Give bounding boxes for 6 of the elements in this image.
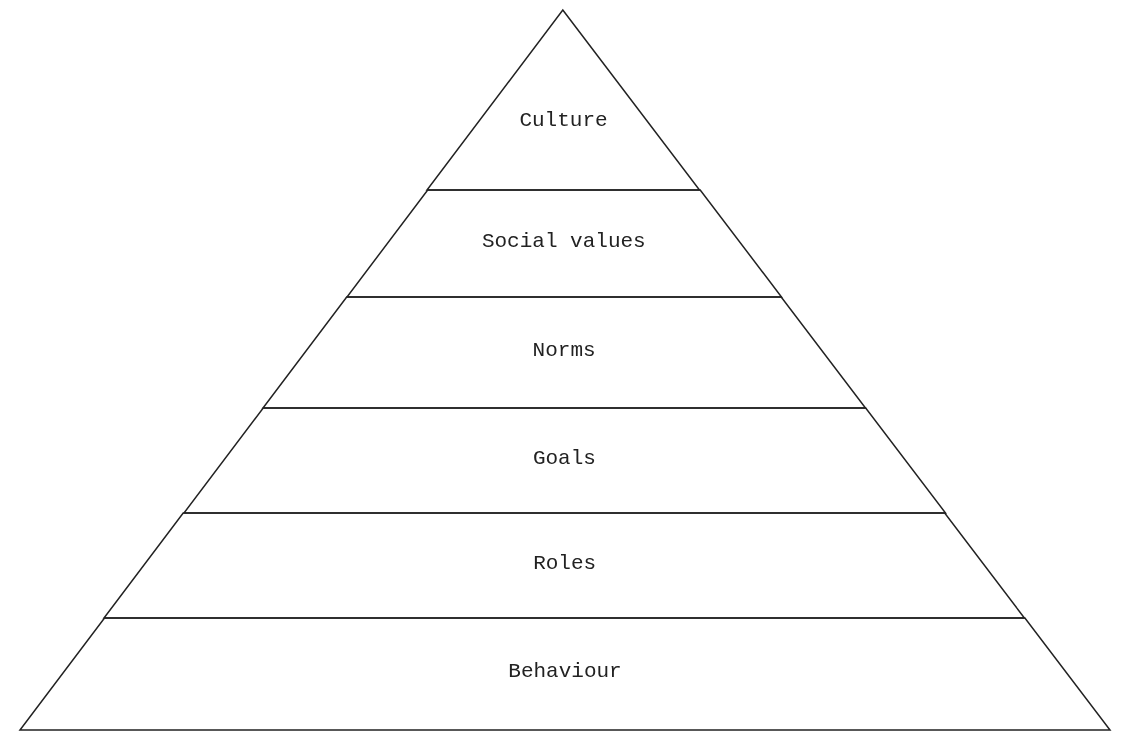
tier-label: Roles <box>532 551 598 575</box>
tier-label: Culture <box>518 109 609 132</box>
tier-label: Goals <box>531 446 597 470</box>
tier-label: Norms <box>531 338 597 362</box>
tier-label: Behaviour <box>507 660 623 683</box>
tier-label: Social values <box>480 229 647 253</box>
